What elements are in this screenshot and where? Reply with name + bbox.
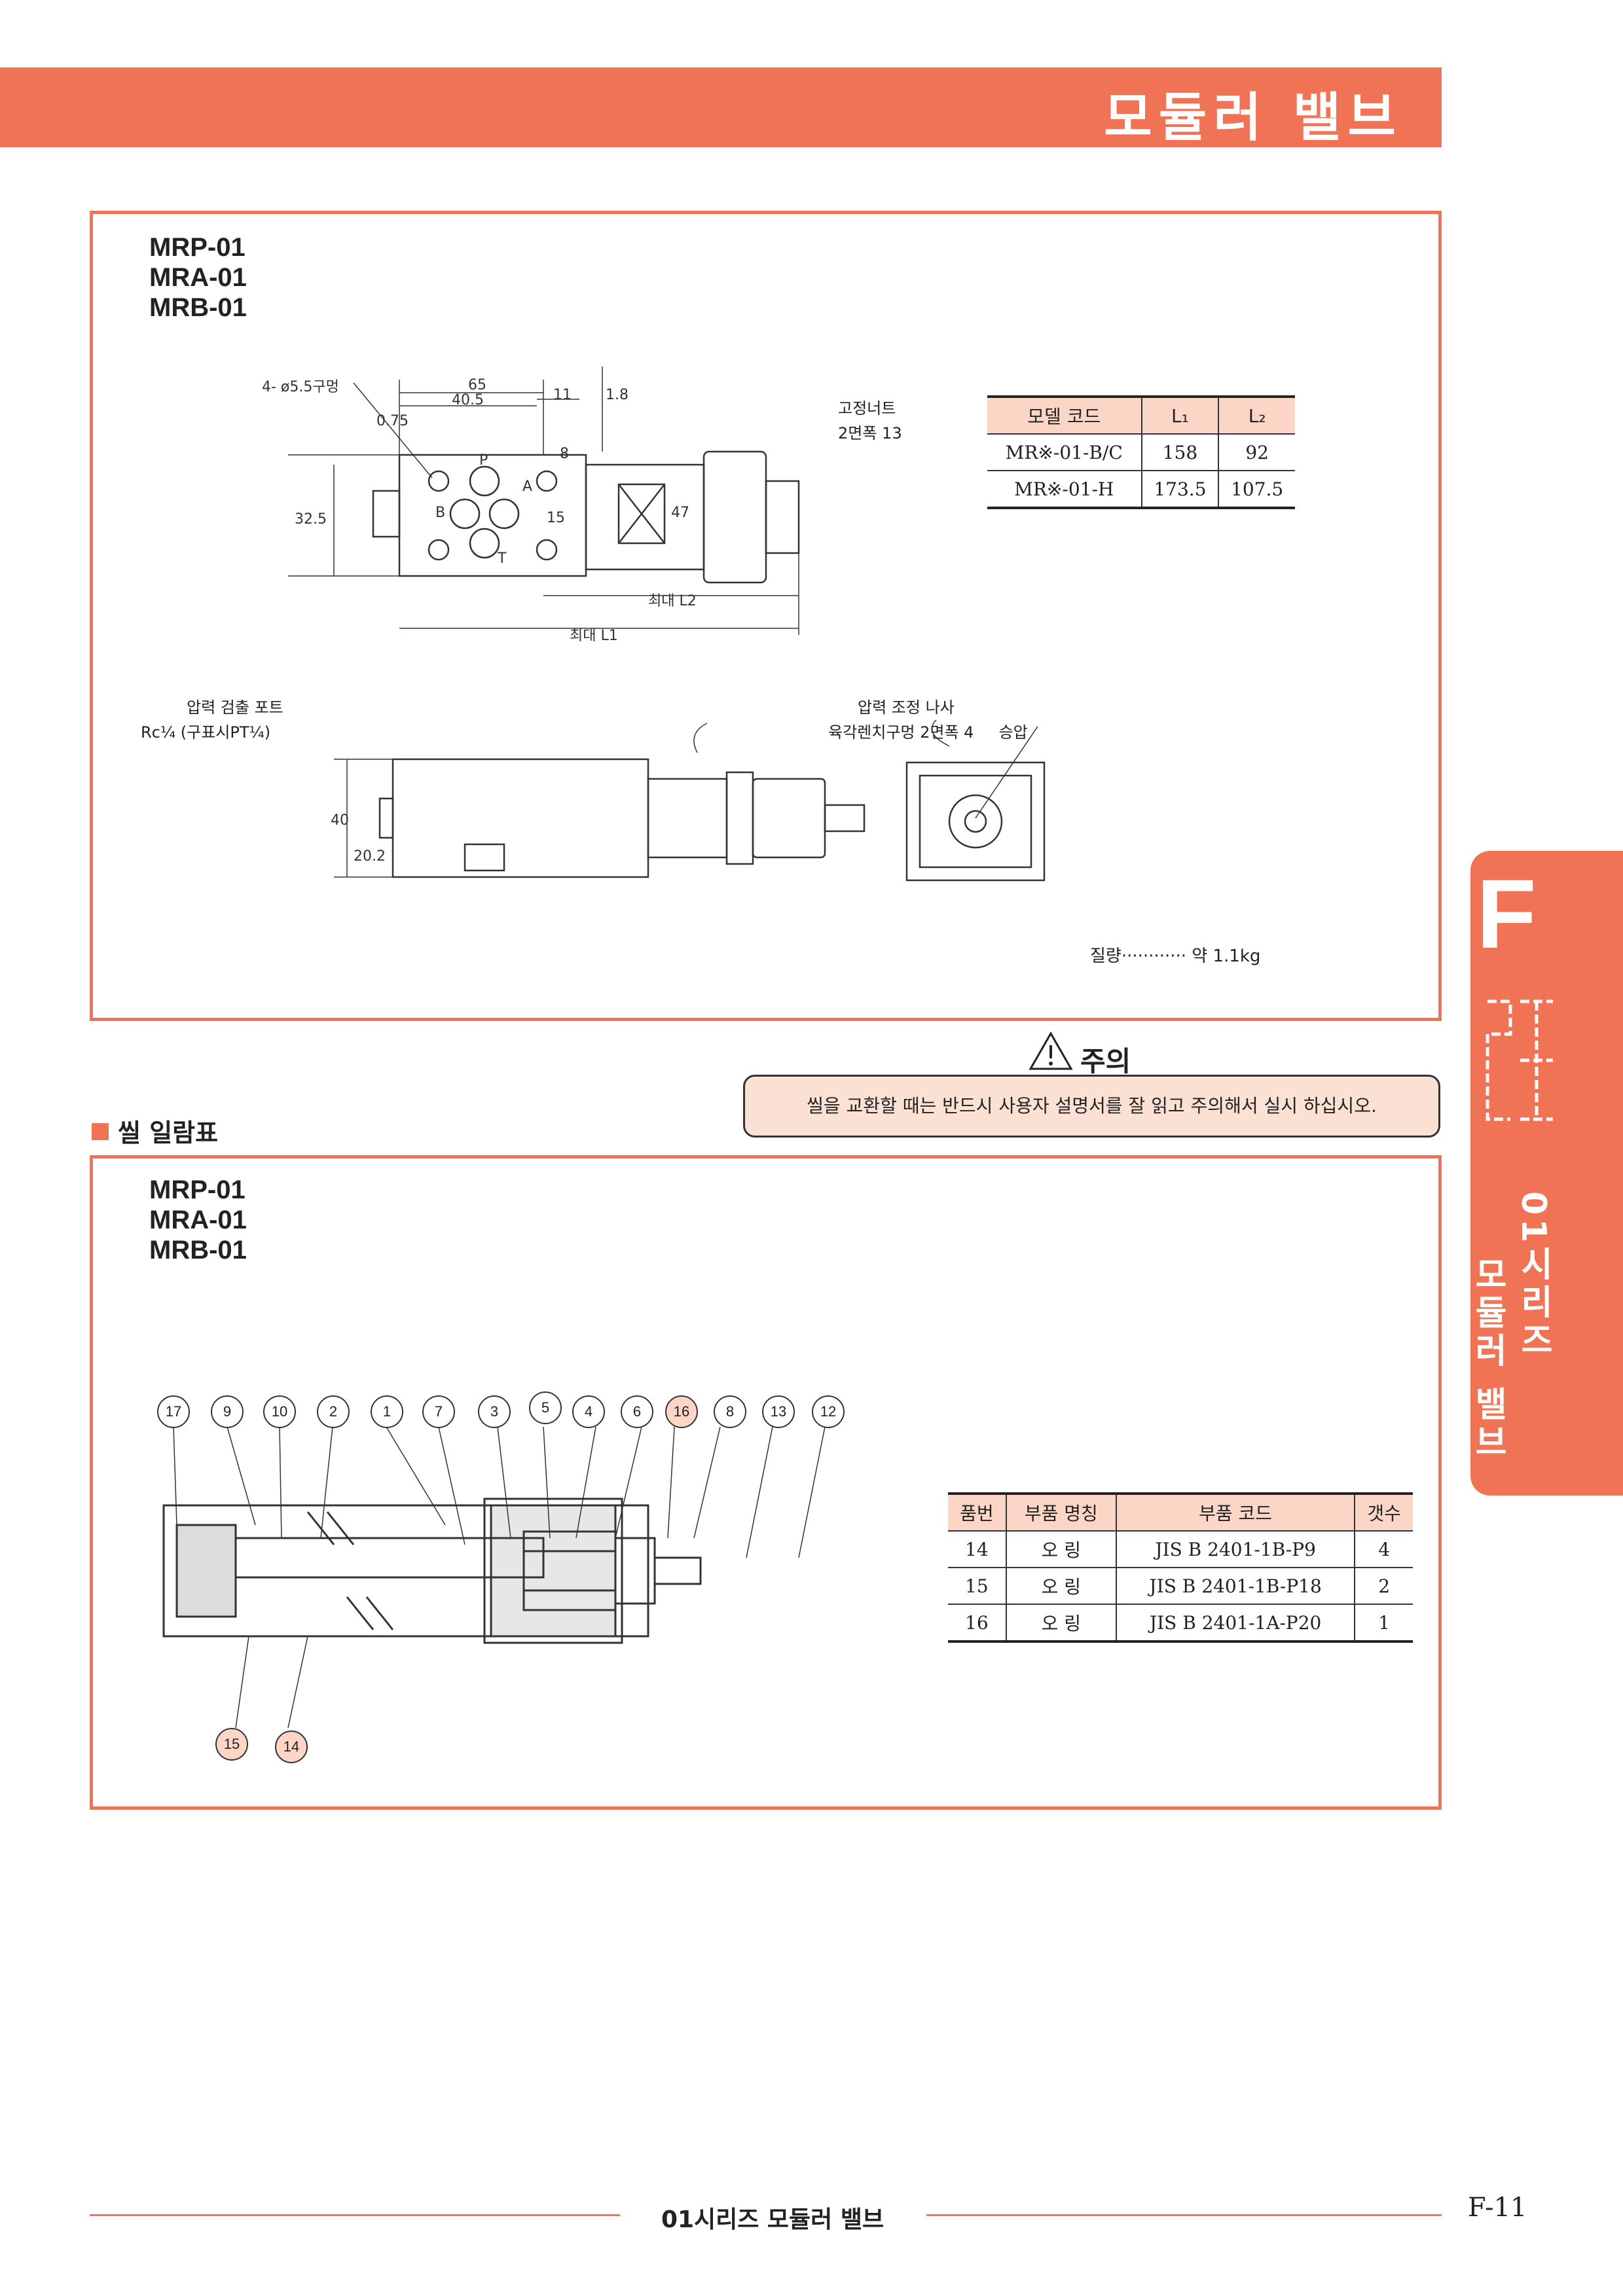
dim-20-2: 20.2 [354, 848, 386, 865]
dim-40-5: 40.5 [452, 392, 484, 408]
model-list-top: MRP-01 MRA-01 MRB-01 [149, 232, 247, 323]
port-p: P [479, 452, 488, 469]
callout-9: 9 [211, 1395, 244, 1428]
dim-11: 11 [553, 387, 572, 403]
seal-list-heading: 씰 일람표 [118, 1119, 219, 1147]
callout-5: 5 [529, 1391, 562, 1424]
side-tab-series: 01시리즈 [1514, 1191, 1553, 1361]
side-tab [1470, 851, 1623, 1496]
increase-text: 승압 [998, 723, 1028, 742]
side-tab-category: 모듈러 밸브 [1468, 1257, 1507, 1463]
model-mrb: MRB-01 [149, 293, 247, 322]
sectional-view-drawing [162, 1427, 826, 1729]
dim-1-8: 1.8 [606, 387, 629, 403]
max-l1-label: 최대 L1 [570, 628, 618, 641]
table-row: 15 오 링 JIS B 2401-1B-P18 2 [948, 1567, 1413, 1605]
pressure-port-label: 압력 검출 포트 Rc¼ (구표시PT¼) [141, 695, 283, 745]
callout-16: 16 [665, 1395, 698, 1428]
model-mrp: MRP-01 [149, 1175, 246, 1204]
holes-label: 4- ø5.5구멍 [262, 379, 339, 395]
port-t: T [497, 550, 507, 567]
model-list-seal: MRP-01 MRA-01 MRB-01 [149, 1175, 247, 1265]
weight-label: 질량············ 약 1.1kg [1090, 946, 1261, 966]
callout-3: 3 [478, 1395, 511, 1428]
page-title: 모듈러 밸브 [1104, 87, 1402, 148]
callout-7: 7 [422, 1395, 455, 1428]
max-l2-label: 최대 L2 [648, 593, 697, 609]
pressure-port-text: 압력 검출 포트 [187, 698, 283, 717]
side-tab-letter: F [1476, 859, 1537, 969]
table-header-part-code: 부품 코드 [1115, 1492, 1356, 1532]
callout-2: 2 [317, 1395, 350, 1428]
model-mrp: MRP-01 [149, 233, 246, 262]
adjust-screw-text: 압력 조정 나사 [858, 698, 955, 717]
callout-1: 1 [371, 1395, 403, 1428]
callout-14: 14 [275, 1731, 308, 1763]
warning-icon [1029, 1031, 1073, 1070]
footer-title: 01시리즈 모듈러 밸브 [661, 2206, 884, 2233]
table-row: 16 오 링 JIS B 2401-1A-P20 1 [948, 1604, 1413, 1643]
table-row: MR※-01-H 173.5 107.5 [987, 470, 1295, 509]
dim-8: 8 [560, 446, 569, 462]
side-view-drawing: 40 20.2 [331, 720, 1046, 882]
dim-40: 40 [331, 812, 349, 829]
model-mrb: MRB-01 [149, 1236, 247, 1265]
fixed-nut-text: 고정너트 [838, 399, 896, 418]
callout-12: 12 [812, 1395, 845, 1428]
dim-15: 15 [547, 510, 565, 526]
footer-rule-right [926, 2214, 1442, 2216]
callout-10: 10 [263, 1395, 296, 1428]
table-header-part-name: 부품 명칭 [1005, 1492, 1117, 1532]
table-row: MR※-01-B/C 158 92 [987, 433, 1295, 471]
table-row: 14 오 링 JIS B 2401-1B-P9 4 [948, 1530, 1413, 1568]
model-mra: MRA-01 [149, 1206, 247, 1234]
callout-13: 13 [762, 1395, 795, 1428]
port-b: B [435, 505, 445, 521]
top-view-drawing: 4- ø5.5구멍 65 40.5 11 1.8 0.75 32.5 15 8 … [262, 367, 800, 641]
fixed-nut-width-text: 2면폭 13 [838, 424, 902, 442]
side-tab-logo-icon [1486, 999, 1553, 1121]
dimension-drawing-box [90, 211, 1442, 1021]
hex-wrench-text: 육각렌치구멍 2면폭 4 [828, 723, 974, 742]
dim-65: 65 [468, 377, 486, 393]
callout-4: 4 [572, 1395, 605, 1428]
pressure-port-spec: Rc¼ (구표시PT¼) [141, 723, 271, 742]
dim-0-75: 0.75 [376, 413, 409, 429]
dim-47: 47 [671, 505, 689, 521]
caution-text: 씰을 교환할 때는 반드시 사용자 설명서를 잘 읽고 주의해서 실시 하십시오… [743, 1075, 1440, 1138]
table-header-l2: L₂ [1218, 395, 1295, 435]
fixed-nut-label: 고정너트 2면폭 13 [838, 396, 902, 446]
model-code-table: 모델 코드 L₁ L₂ MR※-01-B/C 158 92 MR※-01-H 1… [987, 395, 1295, 509]
dim-32-5: 32.5 [295, 511, 327, 528]
header-bar: 모듈러 밸브 [0, 67, 1442, 148]
callout-17: 17 [157, 1395, 190, 1428]
seal-parts-table: 품번 부품 명칭 부품 코드 갯수 14 오 링 JIS B 2401-1B-P… [948, 1492, 1413, 1643]
model-mra: MRA-01 [149, 263, 247, 292]
table-header-part-no: 품번 [948, 1492, 1007, 1532]
callout-6: 6 [621, 1395, 653, 1428]
section-bullet-icon [92, 1123, 109, 1140]
page-number: F-11 [1468, 2193, 1527, 2223]
caution-title: 주의 [1080, 1045, 1131, 1077]
table-header-quantity: 갯수 [1354, 1492, 1413, 1532]
table-header-model-code: 모델 코드 [987, 395, 1142, 435]
seal-drawing-box [90, 1155, 1442, 1810]
footer-rule-left [90, 2214, 620, 2216]
port-a: A [522, 478, 532, 495]
callout-8: 8 [714, 1395, 746, 1428]
adjust-screw-label: 압력 조정 나사 육각렌치구멍 2면폭 4 승압 [828, 695, 1028, 745]
table-header-l1: L₁ [1140, 395, 1220, 435]
callout-15: 15 [215, 1728, 248, 1761]
